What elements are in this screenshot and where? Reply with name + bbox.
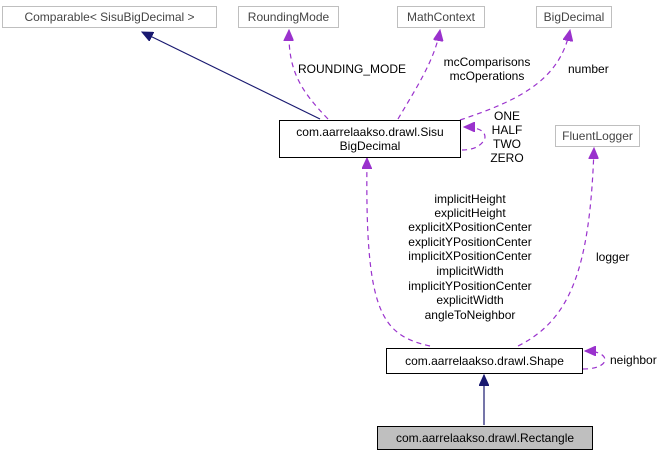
- label-field-2: explicitXPositionCenter: [408, 220, 532, 234]
- node-big-decimal[interactable]: BigDecimal: [536, 6, 612, 28]
- label-field-4: implicitXPositionCenter: [408, 249, 532, 263]
- node-rectangle-label: com.aarrelaakso.drawl.Rectangle: [395, 431, 575, 445]
- edge-big-decimal: [459, 30, 570, 121]
- node-sisu-line1: com.aarrelaakso.drawl.Sisu: [296, 125, 444, 139]
- edge-sisu-self: [461, 127, 486, 151]
- edge-shape-fields: [367, 158, 431, 347]
- label-self-one: ONE: [493, 109, 520, 123]
- label-self-two: TWO: [493, 137, 521, 151]
- node-shape-label: com.aarrelaakso.drawl.Shape: [405, 354, 564, 368]
- edge-shape-self: [582, 351, 606, 370]
- label-field-8: angleToNeighbor: [424, 308, 516, 322]
- label-field-5: implicitWidth: [436, 264, 504, 278]
- label-field-6: implicitYPositionCenter: [408, 279, 532, 293]
- node-fluent-logger-label: FluentLogger: [562, 129, 633, 143]
- label-neighbor: neighbor: [610, 353, 657, 367]
- node-fluent-logger[interactable]: FluentLogger: [555, 125, 640, 147]
- node-math-context[interactable]: MathContext: [397, 6, 485, 28]
- node-sisu-line2: BigDecimal: [339, 139, 401, 153]
- label-number: number: [568, 62, 609, 76]
- node-comparable-label: Comparable< SisuBigDecimal >: [24, 10, 195, 24]
- label-self-half: HALF: [491, 123, 523, 137]
- node-rounding-mode-label: RoundingMode: [247, 10, 330, 24]
- edge-math-context: [397, 30, 440, 120]
- label-mc-comparisons: mcComparisons: [443, 55, 531, 69]
- node-sisu-big-decimal[interactable]: com.aarrelaakso.drawl.Sisu BigDecimal: [279, 120, 461, 158]
- node-math-context-label: MathContext: [406, 10, 476, 24]
- node-big-decimal-label: BigDecimal: [543, 10, 605, 24]
- edge-sisu-to-comparable: [142, 31, 321, 120]
- label-field-7: explicitWidth: [436, 293, 504, 307]
- edge-rounding-mode: [289, 30, 329, 120]
- node-shape[interactable]: com.aarrelaakso.drawl.Shape: [386, 348, 583, 374]
- label-logger: logger: [596, 250, 630, 264]
- label-field-3: explicitYPositionCenter: [408, 235, 532, 249]
- edge-logger: [517, 148, 594, 347]
- label-field-1: explicitHeight: [434, 206, 506, 220]
- label-rounding-mode: ROUNDING_MODE: [298, 62, 407, 76]
- node-rectangle[interactable]: com.aarrelaakso.drawl.Rectangle: [377, 426, 593, 450]
- node-comparable[interactable]: Comparable< SisuBigDecimal >: [2, 6, 217, 28]
- label-field-0: implicitHeight: [434, 192, 506, 206]
- label-mc-operations: mcOperations: [449, 69, 525, 83]
- label-self-zero: ZERO: [490, 151, 524, 165]
- node-rounding-mode[interactable]: RoundingMode: [238, 6, 339, 28]
